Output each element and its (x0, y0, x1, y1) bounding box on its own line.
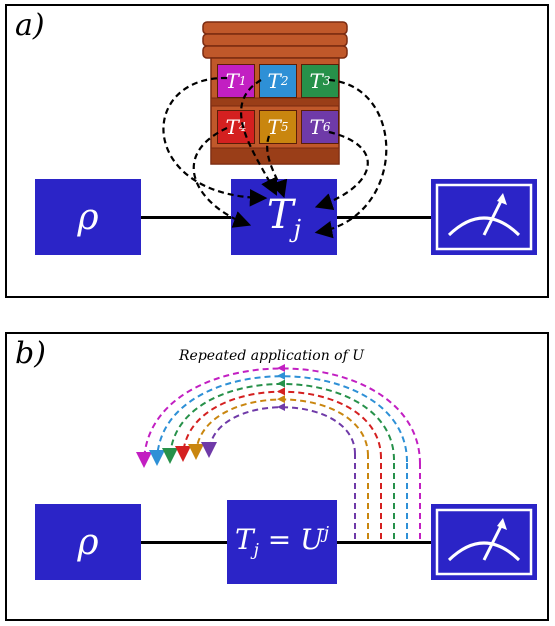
loop-mid-arrow-3 (277, 379, 285, 388)
meter-icon (435, 508, 533, 576)
wire-a-right (337, 216, 431, 219)
arrow-t4 (192, 127, 252, 228)
arrow-t2 (240, 79, 277, 196)
loop-mid-arrow-2 (277, 371, 285, 380)
panel-b-label: b) (15, 336, 46, 371)
loop-2 (149, 375, 408, 466)
arrow-t6 (314, 130, 369, 211)
measurement-box-a (431, 179, 537, 255)
wire-a-left (141, 216, 231, 219)
measurement-box-b (431, 504, 537, 580)
input-state-box-a: ρ (35, 179, 141, 255)
panel-a-label: a) (15, 8, 45, 43)
loop-mid-arrow-5 (277, 395, 285, 404)
gate-label-b: Tj = Uj (234, 523, 330, 561)
panel-b: b) Repeated application of U ρ Tj = Uj (5, 332, 549, 621)
loop-mid-arrow-4 (277, 387, 285, 396)
input-state-box-b: ρ (35, 504, 141, 580)
loop-mid-arrow-1 (277, 363, 285, 372)
tile-selection-arrows (162, 76, 388, 239)
arrow-t1 (162, 76, 268, 207)
loop-3 (162, 383, 395, 464)
loop-1 (136, 367, 421, 468)
meter-icon (435, 183, 533, 251)
repeated-application-caption: Repeated application of U (179, 348, 365, 364)
gate-box-b: Tj = Uj (227, 500, 337, 584)
repeated-application-loops (136, 363, 421, 539)
rho-symbol-a: ρ (77, 196, 99, 238)
arrow-t3 (314, 78, 388, 239)
wire-b-right (337, 541, 431, 544)
loop-mid-arrow-6 (277, 402, 285, 411)
rho-symbol-b: ρ (77, 521, 99, 563)
gate-label-a: Tj (266, 191, 302, 243)
wire-b-left (141, 541, 227, 544)
arrow-t5 (266, 135, 288, 199)
loop-6 (201, 406, 356, 458)
